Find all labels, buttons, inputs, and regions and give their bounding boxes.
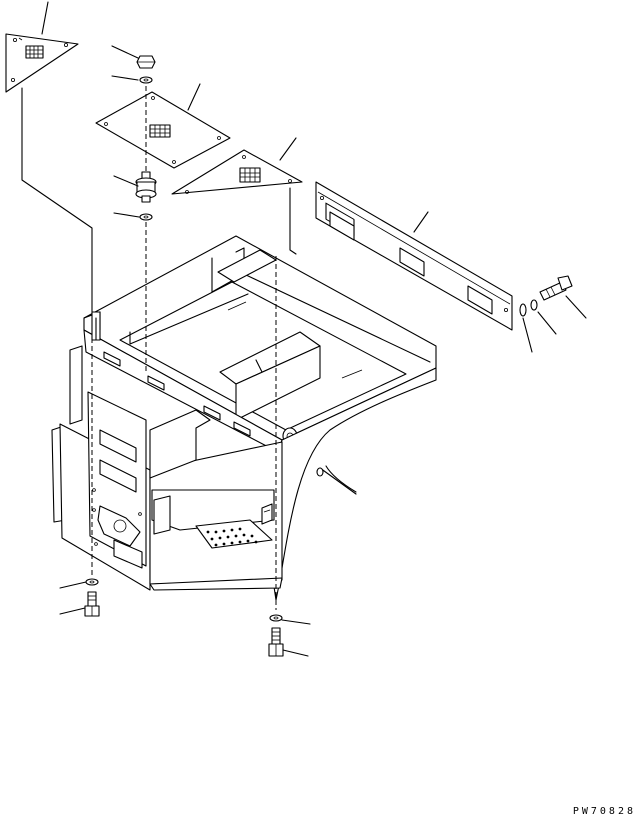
triangle-cover-plate — [5, 1, 93, 313]
bolt-and-washers-right — [519, 275, 587, 353]
plate-grille-mark — [239, 167, 261, 183]
leader-line — [522, 317, 533, 353]
alignment-lines — [91, 86, 277, 610]
leader-line — [282, 649, 309, 657]
leader-line — [111, 45, 139, 59]
leader-line — [279, 137, 297, 161]
nut-and-washer — [111, 45, 156, 84]
floor-plate — [95, 83, 231, 169]
side-cover-panel — [315, 181, 513, 331]
rubber-mount — [113, 171, 157, 221]
bolt-and-washer-center — [268, 614, 311, 657]
leader-line — [113, 175, 139, 187]
leader-line — [413, 211, 429, 233]
drawing-code: PW70828 — [573, 806, 636, 817]
foot-plate-holes — [206, 527, 258, 547]
leader-line — [111, 75, 139, 81]
leader-line — [319, 467, 357, 495]
leader-line — [289, 187, 297, 255]
leader-line — [59, 607, 86, 615]
floor-frame-assembly — [51, 235, 437, 601]
cover-grille-mark — [25, 45, 44, 59]
triangle-floor-cover — [171, 137, 303, 255]
leader-line — [59, 581, 87, 589]
leader-line — [21, 87, 93, 313]
leader-line — [281, 619, 311, 625]
leader-line — [537, 311, 557, 335]
bolt-and-washer-left — [59, 578, 100, 617]
leader-line — [41, 1, 49, 35]
plate-grille-mark — [149, 124, 171, 138]
leader-line — [187, 83, 201, 111]
leader-line — [113, 212, 140, 218]
leader-line — [565, 295, 587, 319]
